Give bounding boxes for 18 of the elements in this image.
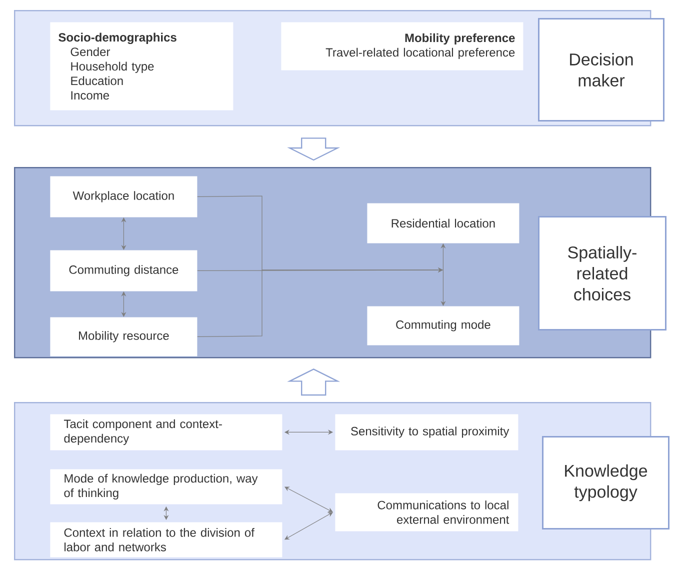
text-box: Mobility resource [50,317,198,356]
text-box: Commuting mode [367,306,520,346]
text-box: Context in relation to the division of labor and networks [50,522,282,558]
text-box: Sensitivity to spatial proximity [335,414,518,450]
arrow [197,267,443,337]
block-arrow [287,138,340,161]
label-box: Spatially-related choices [538,216,666,330]
text-box: Socio-demographics Gender Household type Education Income [50,22,234,110]
block-arrow [287,368,340,396]
label-box: Knowledge typology [542,436,670,530]
text-box: Mobility preference Travel-related locational preference [281,22,524,70]
label-box: Decision maker [538,18,664,122]
text-box: Residential location [367,203,520,244]
text-box: Workplace location [50,176,198,218]
text-box: Commuting distance [50,250,198,292]
text-box: Tacit component and context-dependency [50,414,282,450]
text-box: Communications to local external environment [335,493,518,532]
text-box: Mode of knowledge production, way of thinking [50,469,282,504]
